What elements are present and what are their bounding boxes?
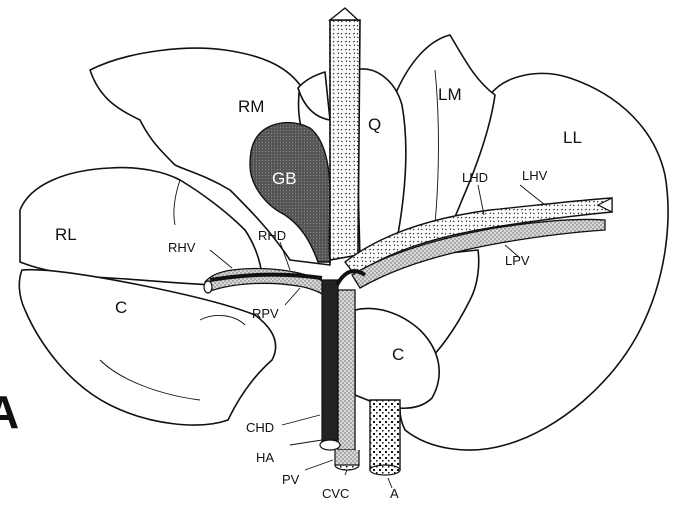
label-cvc: CVC	[322, 486, 349, 501]
label-gb: GB	[272, 169, 297, 188]
tube-top-cut	[328, 7, 360, 21]
aorta-end	[369, 464, 401, 476]
lhv-end	[596, 197, 613, 213]
quadrate-notch	[297, 71, 331, 121]
label-rhd: RHD	[258, 228, 286, 243]
common-hepatic-duct	[321, 279, 339, 446]
label-pv: PV	[282, 472, 300, 487]
rhv-end	[203, 280, 213, 294]
label-lm: LM	[438, 85, 462, 104]
caudate-crease	[199, 314, 246, 326]
trunk-junction	[335, 269, 367, 287]
panel-letter: A	[0, 386, 19, 438]
right-hepatic-vessels	[204, 267, 326, 298]
label-lhv: LHV	[522, 168, 548, 183]
caudate-edge	[99, 359, 201, 401]
leader-cvc	[344, 469, 348, 476]
portal-vein-trunk	[337, 289, 356, 451]
leader-rhv	[209, 249, 233, 269]
leader-lhd	[477, 184, 485, 216]
label-rm: RM	[238, 97, 264, 116]
quadrate-lobe	[354, 68, 407, 259]
label-c-left: C	[115, 298, 127, 317]
caudate-process-right	[18, 268, 277, 426]
leader-chd	[281, 414, 321, 426]
label-q: Q	[368, 115, 381, 134]
label-ha: HA	[256, 450, 274, 465]
label-rpv: RPV	[252, 306, 279, 321]
leader-ha	[289, 439, 323, 446]
label-c-center: C	[392, 345, 404, 364]
cvc-tube	[334, 450, 360, 466]
leader-lpv	[504, 244, 521, 259]
leader-lhv	[519, 184, 546, 206]
leader-rhd	[279, 241, 291, 271]
right-lateral-fissure	[173, 179, 181, 226]
gallbladder	[249, 121, 331, 263]
left-portal-branch	[351, 218, 606, 289]
right-lateral-lobe	[19, 166, 263, 286]
label-lhd: LHD	[462, 170, 488, 185]
aorta	[369, 399, 401, 471]
label-chd: CHD	[246, 420, 274, 435]
hepatic-artery-end	[319, 439, 341, 451]
label-rl: RL	[55, 225, 77, 244]
leader-pv	[304, 459, 334, 471]
right-duct-dark	[209, 272, 323, 282]
label-ll: LL	[563, 128, 582, 147]
label-rhv: RHV	[168, 240, 196, 255]
label-lpv: LPV	[505, 253, 530, 268]
leader-a	[387, 477, 393, 489]
esophagus-tube	[329, 19, 361, 261]
label-a: A	[390, 486, 399, 501]
leader-rpv	[284, 287, 301, 306]
